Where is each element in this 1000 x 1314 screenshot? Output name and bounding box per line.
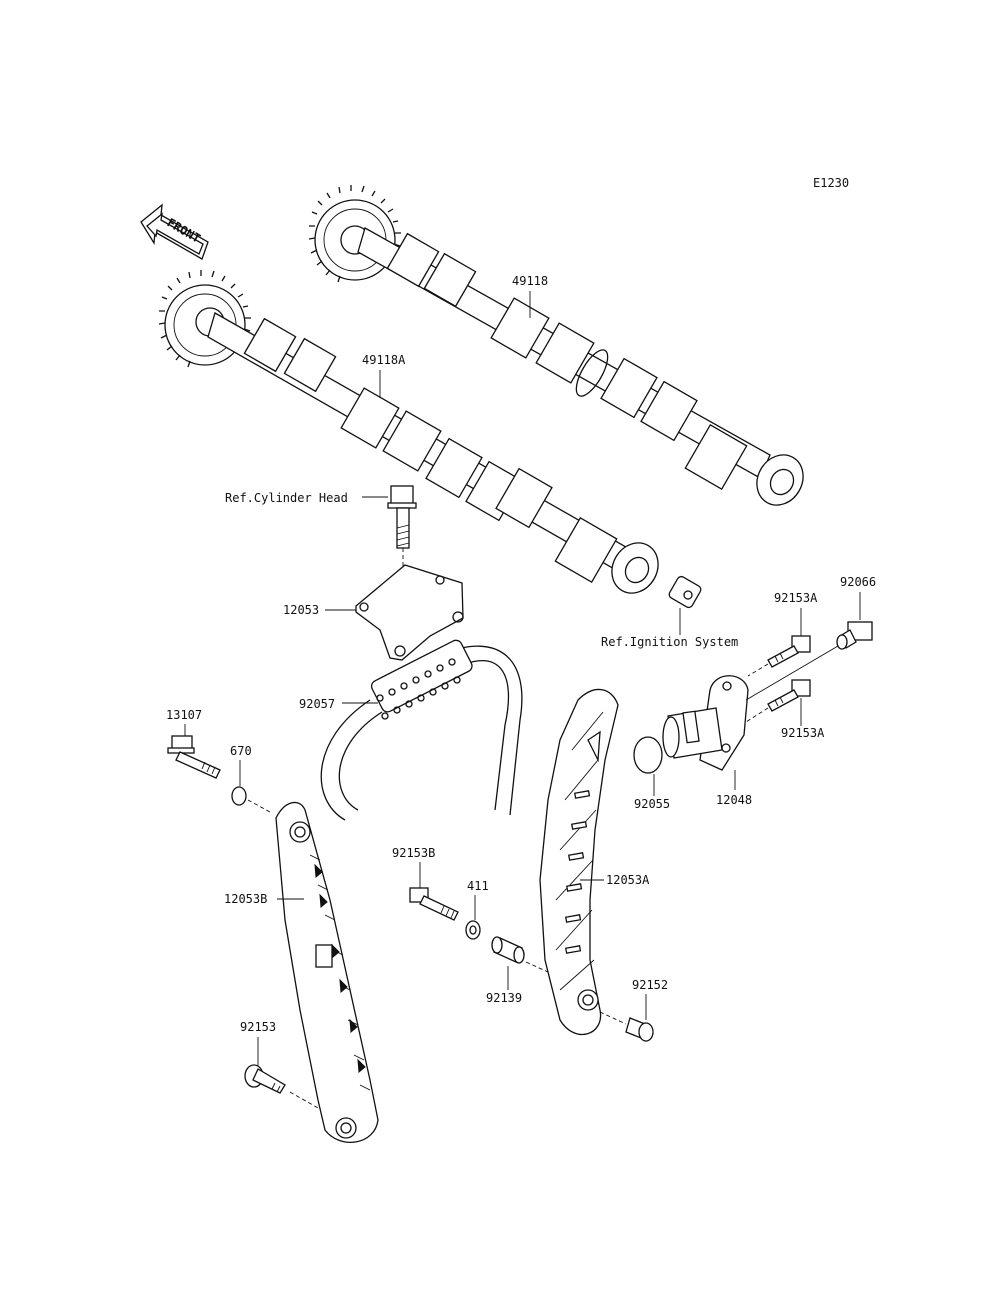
- tensioner-12048: [662, 675, 749, 771]
- bolt-13107: [167, 735, 221, 779]
- camshaft-intake: [158, 270, 659, 594]
- camshaft-exhaust: [308, 185, 804, 506]
- label-13107: 13107: [166, 708, 202, 722]
- bolt-92152: [625, 1017, 654, 1042]
- cylinder-head-bolt: [387, 485, 417, 549]
- bolt-92153B: [409, 887, 459, 921]
- diagram-code: E1230: [813, 176, 849, 190]
- bolt-92153A-bottom: [767, 679, 811, 712]
- front-arrow: FRONT: [140, 203, 209, 260]
- label-411: 411: [467, 879, 489, 893]
- label-ref-ignition-system: Ref.Ignition System: [601, 635, 738, 649]
- oring-670: [231, 786, 247, 806]
- plug-92066: [836, 621, 873, 650]
- chain-guide-b: [275, 801, 379, 1143]
- label-92055: 92055: [634, 797, 670, 811]
- label-92153B: 92153B: [392, 846, 435, 860]
- label-92152: 92152: [632, 978, 668, 992]
- collar-92139: [491, 936, 525, 964]
- label-12053: 12053: [283, 603, 319, 617]
- washer-411: [465, 920, 481, 940]
- timing-chain: [320, 639, 523, 821]
- label-12048: 12048: [716, 793, 752, 807]
- label-92057: 92057: [299, 697, 335, 711]
- bolt-92153: [244, 1064, 286, 1094]
- chain-guide-upper: [355, 564, 464, 661]
- chain-guide-a: [539, 688, 619, 1036]
- label-12053B: 12053B: [224, 892, 267, 906]
- ignition-stub: [668, 575, 702, 609]
- label-49118A: 49118A: [362, 353, 406, 367]
- label-92153: 92153: [240, 1020, 276, 1034]
- label-92153A-bottom: 92153A: [781, 726, 825, 740]
- label-92139: 92139: [486, 991, 522, 1005]
- bolt-92153A-top: [767, 635, 811, 668]
- oring-92055: [633, 736, 663, 774]
- label-92066: 92066: [840, 575, 876, 589]
- label-12053A: 12053A: [606, 873, 650, 887]
- label-ref-cylinder-head: Ref.Cylinder Head: [225, 491, 348, 505]
- label-670: 670: [230, 744, 252, 758]
- label-49118: 49118: [512, 274, 548, 288]
- label-92153A-top: 92153A: [774, 591, 818, 605]
